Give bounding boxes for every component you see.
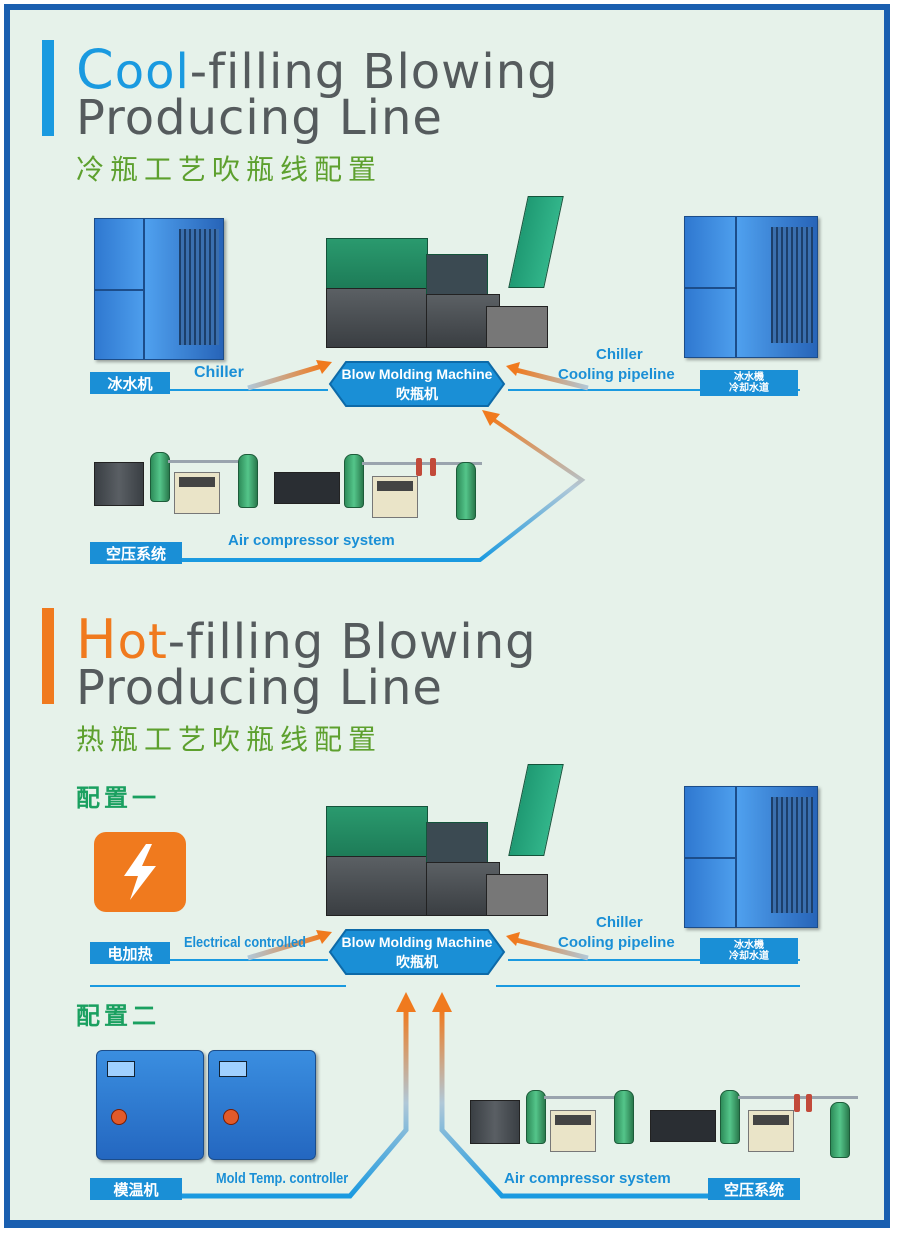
hot-title-accent: ot [117, 614, 168, 670]
chiller-unit-right [684, 216, 818, 358]
cool-section-bar [42, 40, 54, 136]
tag-cooling-pipeline-zh: 冰水機 冷却水道 [700, 370, 798, 396]
config-one-label: 配置一 [76, 784, 160, 812]
blow-molding-machine-hot [326, 756, 564, 926]
cool-title-cap: C [76, 38, 115, 101]
tag-air-zh-hot: 空压系统 [708, 1178, 800, 1200]
label-electrical-controlled: Electrical controlled [184, 934, 306, 951]
diagram-panel: Cool-filling Blowing Producing Line 冷瓶工艺… [10, 10, 884, 1220]
blow-molding-hub-hot: Blow Molding Machine 吹瓶机 [330, 930, 504, 974]
tag-chiller-zh: 冰水机 [90, 372, 170, 394]
hot-title-cap: H [76, 608, 118, 671]
tag-air-zh-cool: 空压系统 [90, 542, 182, 564]
blow-molding-hub-cool: Blow Molding Machine 吹瓶机 [330, 362, 504, 406]
chiller-unit-left [94, 218, 224, 360]
label-chiller: Chiller [194, 364, 244, 381]
tag-cooling-zh-hot-line1: 冰水機 [734, 940, 764, 951]
hot-title-zh: 热瓶工艺吹瓶线配置 [76, 723, 383, 756]
hub-zh-cool: 吹瓶机 [396, 386, 438, 402]
cool-title-accent: ool [114, 44, 190, 100]
label-cooling-pipeline-hot: Cooling pipeline [558, 934, 675, 951]
mold-temp-controller-2 [208, 1050, 316, 1160]
mold-temp-controller-1 [96, 1050, 204, 1160]
blow-molding-machine-cool [326, 188, 564, 358]
tag-cooling-pipeline-zh-hot: 冰水機 冷却水道 [700, 938, 798, 964]
tag-cooling-zh-line1: 冰水機 [734, 372, 764, 383]
hot-title-line2: Producing Line [76, 660, 443, 716]
cool-title-line2: Producing Line [76, 90, 443, 146]
tag-mold-zh: 模温机 [90, 1178, 182, 1200]
electric-heating-box [94, 832, 186, 912]
label-mold-temp-controller: Mold Temp. controller [216, 1170, 349, 1187]
cool-title-line1: Cool-filling Blowing [76, 43, 559, 97]
tag-electric-zh: 电加热 [90, 942, 170, 964]
hot-title-rest: -filling Blowing [167, 614, 537, 670]
config-two-label: 配置二 [76, 1002, 160, 1030]
chiller-unit-right-hot [684, 786, 818, 928]
hot-title-line1: Hot-filling Blowing [76, 613, 537, 667]
cool-title-zh: 冷瓶工艺吹瓶线配置 [76, 153, 383, 186]
hot-section-bar [42, 608, 54, 704]
flow-connectors [90, 360, 800, 1199]
hub-en-hot: Blow Molding Machine [341, 934, 493, 950]
label-cooling-pipeline: Cooling pipeline [558, 366, 675, 383]
label-air-compressor-hot: Air compressor system [504, 1170, 671, 1187]
tag-cooling-zh-line2: 冷却水道 [729, 383, 769, 394]
hub-zh-hot: 吹瓶机 [396, 954, 438, 970]
tag-cooling-zh-hot-line2: 冷却水道 [729, 951, 769, 962]
lightning-bolt-icon [124, 844, 156, 900]
label-chiller-right-hot-1: Chiller [596, 914, 643, 931]
label-chiller-right-1: Chiller [596, 346, 643, 363]
label-air-compressor-cool: Air compressor system [228, 532, 395, 549]
cool-title-rest: -filling Blowing [189, 44, 559, 100]
hub-en-cool: Blow Molding Machine [341, 366, 493, 382]
